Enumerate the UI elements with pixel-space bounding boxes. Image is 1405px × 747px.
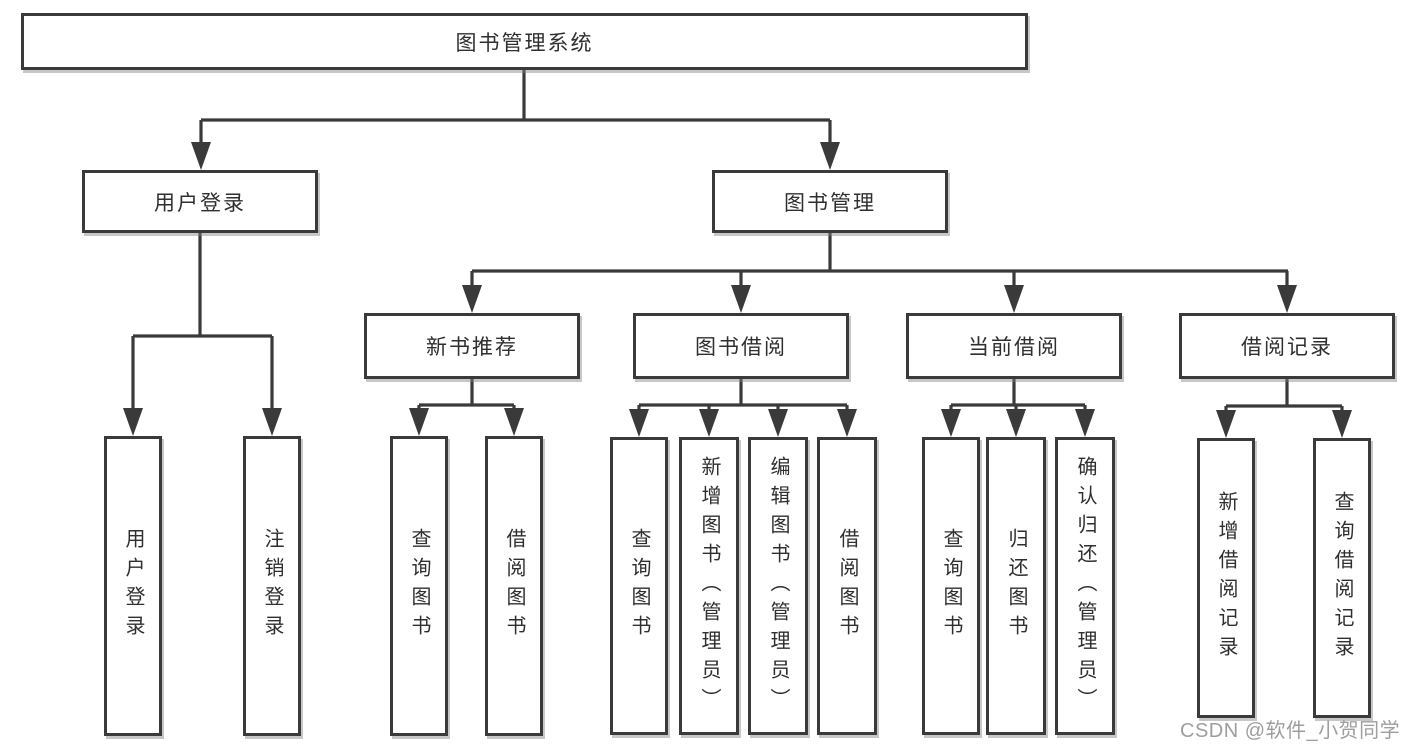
- node-new-book-rec-label: 新书推荐: [426, 336, 518, 359]
- leaf-query-books-1: 查询图书: [390, 436, 448, 736]
- node-book-mgmt: 图书管理: [712, 170, 948, 233]
- node-root-label: 图书管理系统: [455, 31, 594, 55]
- arrowheads: [123, 142, 1352, 438]
- node-borrow-records-label: 借阅记录: [1241, 336, 1333, 359]
- leaf-borrow-books-1: 借阅图书: [485, 436, 543, 736]
- leaf-return-books: 归还图书: [986, 437, 1046, 735]
- leaf-query-books-2-label: 查询图书: [628, 528, 650, 644]
- node-book-mgmt-label: 图书管理: [784, 191, 876, 215]
- leaf-edit-books-admin-label: 编辑图书（管理员）: [767, 455, 789, 717]
- node-borrow-records: 借阅记录: [1179, 313, 1395, 379]
- node-root: 图书管理系统: [21, 13, 1028, 70]
- leaf-edit-books-admin: 编辑图书（管理员）: [748, 437, 808, 735]
- leaf-user-login-label: 用户登录: [122, 528, 144, 644]
- leaf-query-books-3: 查询图书: [922, 437, 980, 735]
- node-book-borrow-label: 图书借阅: [695, 336, 787, 359]
- leaf-add-books-admin-label: 新增图书（管理员）: [698, 455, 720, 717]
- leaf-confirm-return-admin-label: 确认归还（管理员）: [1074, 455, 1096, 717]
- leaf-logout-label: 注销登录: [261, 528, 283, 644]
- leaf-query-borrow-record-label: 查询借阅记录: [1331, 491, 1353, 665]
- leaf-user-login: 用户登录: [104, 436, 162, 736]
- leaf-add-borrow-record-label: 新增借阅记录: [1215, 491, 1237, 665]
- node-book-borrow: 图书借阅: [633, 313, 849, 379]
- leaf-query-books-3-label: 查询图书: [940, 528, 962, 644]
- node-current-borrow: 当前借阅: [906, 313, 1122, 379]
- leaf-borrow-books-1-label: 借阅图书: [503, 528, 525, 644]
- node-user-login-label: 用户登录: [154, 191, 246, 215]
- leaf-confirm-return-admin: 确认归还（管理员）: [1055, 437, 1115, 735]
- node-new-book-rec: 新书推荐: [364, 313, 580, 379]
- leaf-borrow-books-2-label: 借阅图书: [836, 528, 858, 644]
- leaf-logout: 注销登录: [243, 436, 301, 736]
- node-user-login: 用户登录: [82, 170, 318, 233]
- watermark: CSDN @软件_小贺同学: [1180, 720, 1401, 742]
- node-current-borrow-label: 当前借阅: [968, 336, 1060, 359]
- leaf-query-books-1-label: 查询图书: [408, 528, 430, 644]
- leaf-query-borrow-record: 查询借阅记录: [1313, 438, 1371, 718]
- leaf-query-books-2: 查询图书: [610, 437, 668, 735]
- leaf-borrow-books-2: 借阅图书: [817, 437, 877, 735]
- leaf-add-borrow-record: 新增借阅记录: [1197, 438, 1255, 718]
- leaf-return-books-label: 归还图书: [1005, 528, 1027, 644]
- leaf-add-books-admin: 新增图书（管理员）: [679, 437, 739, 735]
